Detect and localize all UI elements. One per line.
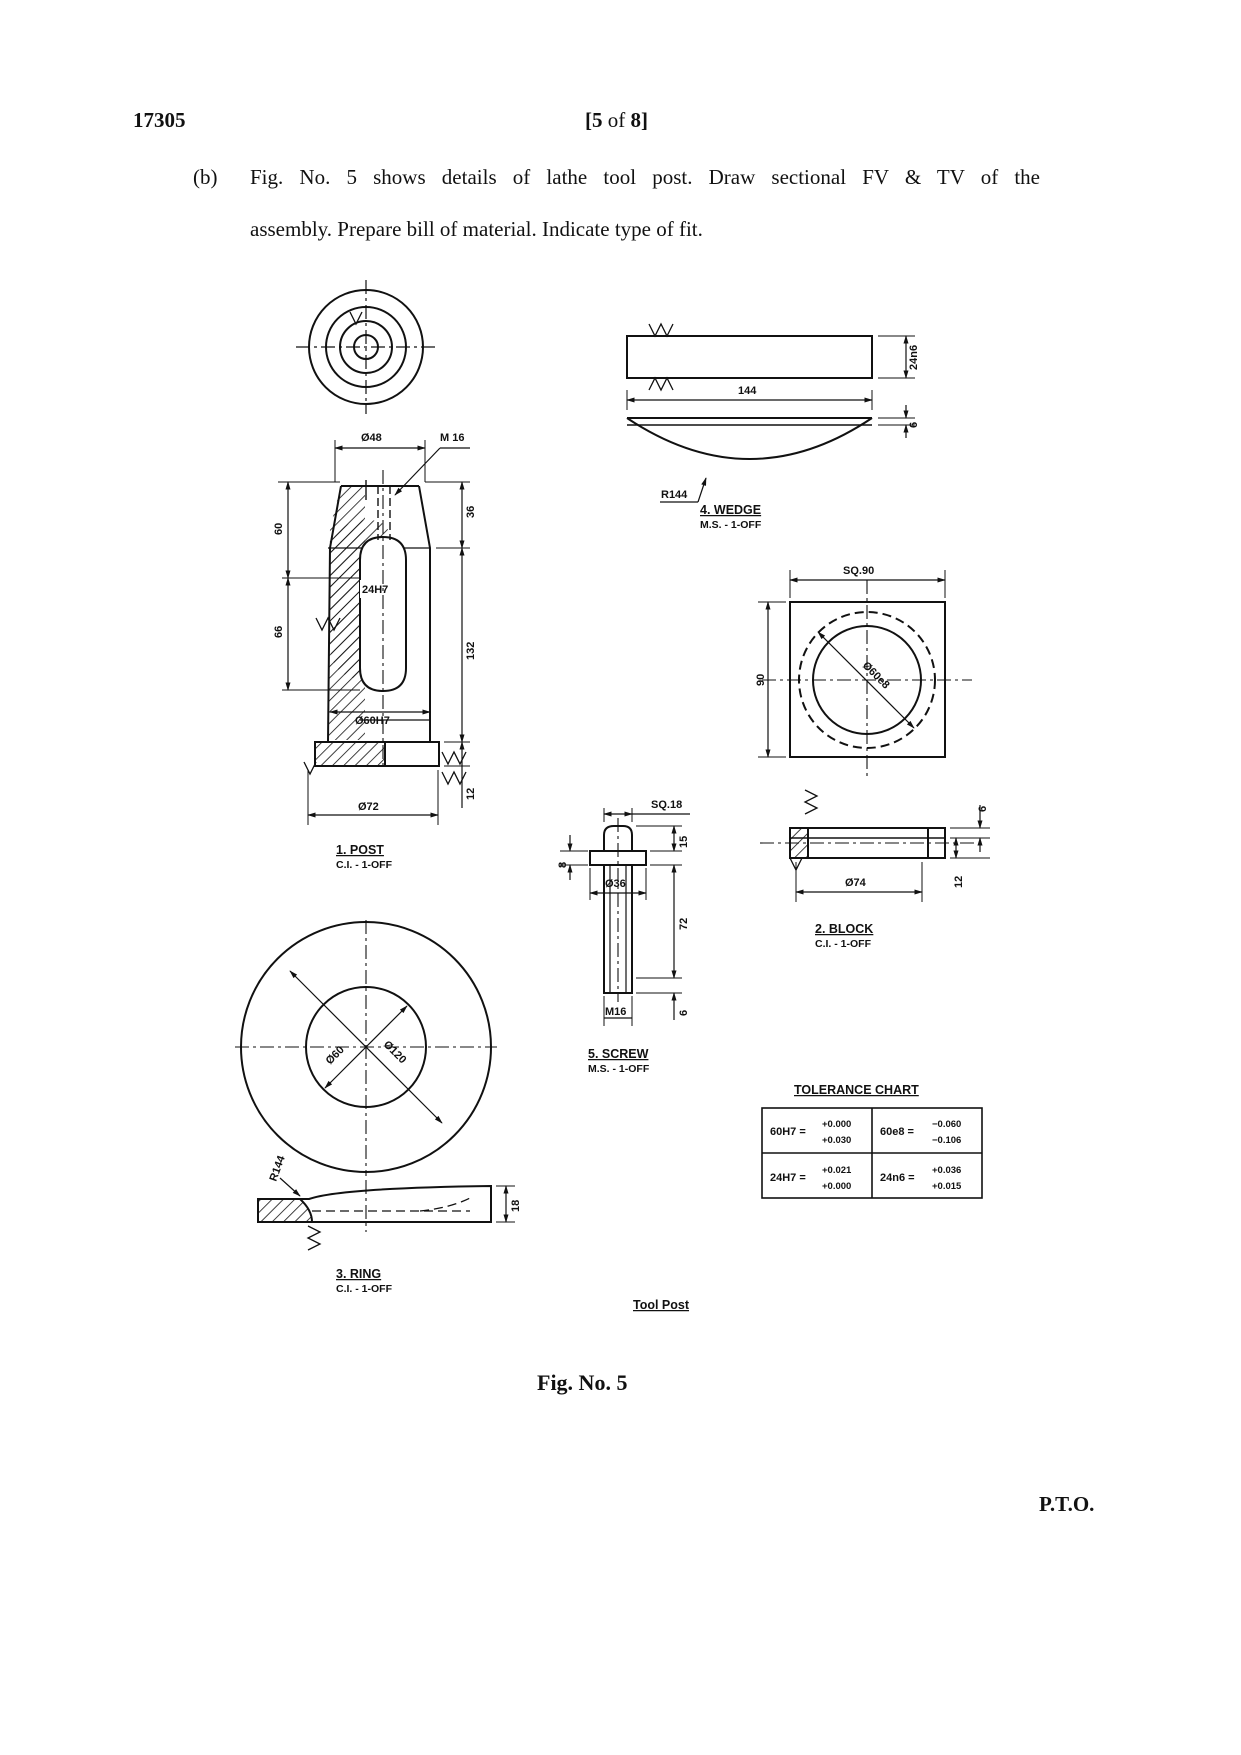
page-prefix: [ xyxy=(585,108,592,132)
page-suffix: ] xyxy=(641,108,648,132)
tolerance-table xyxy=(761,1107,983,1199)
tol-r1-c0-fit: 24H7 = xyxy=(770,1172,806,1184)
post-dim-m16: M 16 xyxy=(440,432,464,444)
screw-dim-72: 72 xyxy=(678,918,690,930)
screw-view xyxy=(560,808,690,1026)
post-front-view xyxy=(278,440,470,825)
pto-label: P.T.O. xyxy=(1039,1492,1095,1516)
post-dim-d48: Ø48 xyxy=(361,432,382,444)
tol-r1-c1-upper: +0.036 xyxy=(932,1165,961,1176)
screw-dim-15: 15 xyxy=(678,836,690,848)
tol-r1-c1-fit: 24n6 = xyxy=(880,1172,915,1184)
block-title: 2. BLOCK xyxy=(815,922,873,936)
page-indicator: [5 of 8] xyxy=(585,108,648,133)
tol-r1-c1-lower: +0.015 xyxy=(932,1181,962,1192)
post-top-view xyxy=(296,280,436,414)
paper-code: 17305 xyxy=(133,108,186,132)
post-dim-12: 12 xyxy=(465,788,477,800)
post-dim-132: 132 xyxy=(465,642,477,660)
wedge-dim-r144: R144 xyxy=(661,489,688,501)
ring-dim-d120: Ø120 xyxy=(381,1039,409,1067)
screw-dim-m16: M16 xyxy=(605,1006,626,1018)
block-dim-90: 90 xyxy=(755,674,767,686)
figure-label: Fig. No. 5 xyxy=(537,1370,628,1395)
wedge-views xyxy=(626,322,915,503)
post-dim-24h7: 24H7 xyxy=(362,584,388,596)
page-total: 8 xyxy=(630,108,642,132)
post-dim-60: 60 xyxy=(273,523,285,535)
screw-dim-d36: Ø36 xyxy=(605,878,626,890)
question-line-1: Fig. No. 5 shows details of lathe tool p… xyxy=(250,165,1040,189)
screw-dim-sq18: SQ.18 xyxy=(651,799,682,811)
tol-r1-c0-upper: +0.021 xyxy=(822,1165,852,1176)
page-of: of xyxy=(602,108,631,132)
screw-dim-6: 6 xyxy=(678,1010,690,1016)
block-dim-d60e8: Ø60e8 xyxy=(860,660,892,692)
post-dim-36: 36 xyxy=(465,506,477,518)
ring-dim-r144: R144 xyxy=(268,1153,289,1183)
ring-title: 3. RING xyxy=(336,1267,381,1281)
wedge-dim-6: 6 xyxy=(908,422,920,428)
page-number: 5 xyxy=(592,108,603,132)
screw-dim-8: 8 xyxy=(557,862,569,868)
screw-spec: M.S. - 1-OFF xyxy=(588,1063,650,1075)
post-spec: C.I. - 1-OFF xyxy=(336,859,393,871)
question-label: (b) xyxy=(193,165,218,189)
tol-r1-c0-lower: +0.000 xyxy=(822,1181,851,1192)
ring-views xyxy=(235,920,515,1251)
tol-r0-c1-fit: 60e8 = xyxy=(880,1126,914,1138)
block-dim-d74: Ø74 xyxy=(845,877,867,889)
wedge-spec: M.S. - 1-OFF xyxy=(700,519,762,531)
wedge-title: 4. WEDGE xyxy=(700,503,761,517)
block-dim-sq90: SQ.90 xyxy=(843,565,874,577)
tol-r0-c1-upper: −0.060 xyxy=(932,1119,961,1130)
block-dim-6: 6 xyxy=(977,806,989,812)
tol-r0-c0-fit: 60H7 = xyxy=(770,1126,806,1138)
post-dim-d60h7: Ø60H7 xyxy=(355,715,390,727)
block-views xyxy=(758,570,990,902)
ring-spec: C.I. - 1-OFF xyxy=(336,1283,393,1295)
ring-dim-18: 18 xyxy=(510,1200,522,1212)
drawing-caption: Tool Post xyxy=(633,1298,690,1312)
block-dim-12: 12 xyxy=(953,876,965,888)
wedge-dim-24n6: 24n6 xyxy=(908,345,920,370)
question-line-2: assembly. Prepare bill of material. Indi… xyxy=(250,217,703,241)
post-title: 1. POST xyxy=(336,843,384,857)
tol-r0-c0-upper: +0.000 xyxy=(822,1119,851,1130)
tolerance-chart-title: TOLERANCE CHART xyxy=(794,1083,919,1097)
post-dim-66: 66 xyxy=(273,626,285,638)
post-dim-d72: Ø72 xyxy=(358,801,379,813)
tol-r0-c0-lower: +0.030 xyxy=(822,1135,851,1146)
block-spec: C.I. - 1-OFF xyxy=(815,938,872,950)
screw-title: 5. SCREW xyxy=(588,1047,649,1061)
wedge-dim-144: 144 xyxy=(738,385,757,397)
tol-r0-c1-lower: −0.106 xyxy=(932,1135,961,1146)
